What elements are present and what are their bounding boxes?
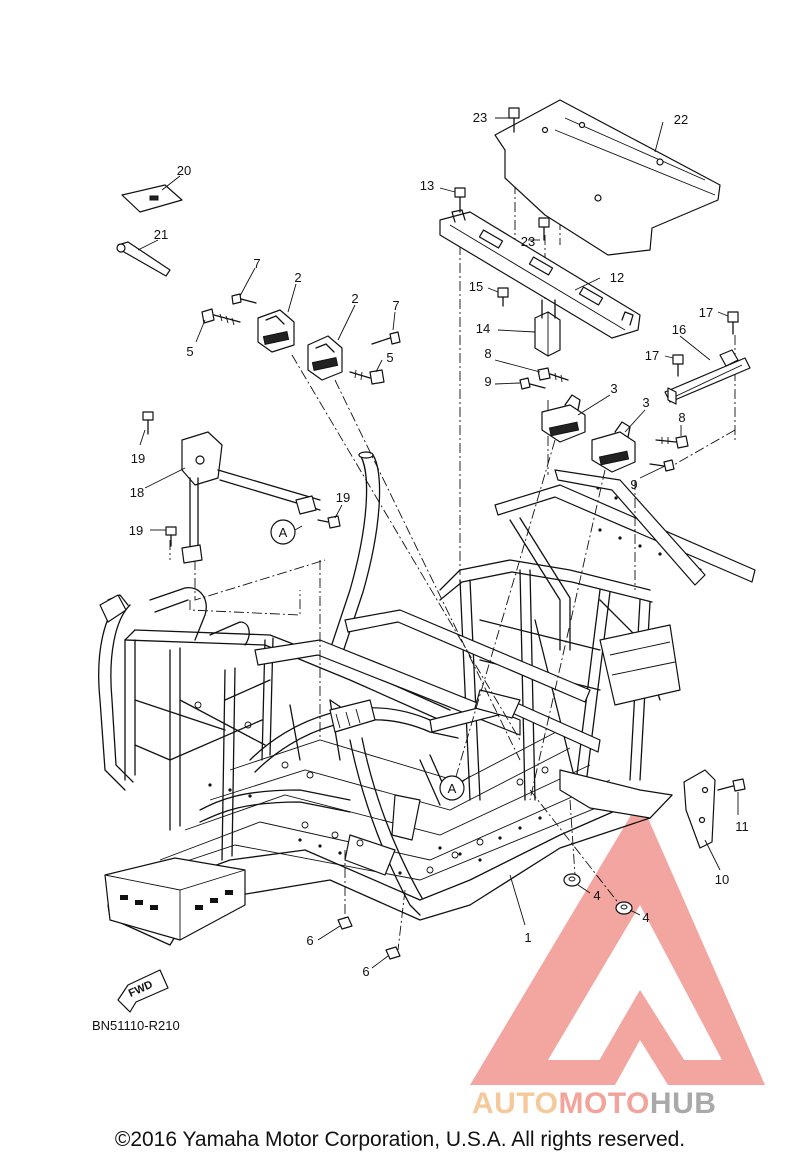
callout-leaders (137, 117, 739, 969)
wordmark-moto: MOTO (558, 1087, 649, 1120)
callout-9-left: 9 (484, 374, 491, 389)
diagram-code: BN51110-R210 (92, 1018, 180, 1033)
bolt-19-top (142, 411, 154, 435)
bracket-18 (181, 431, 321, 564)
callout-11: 11 (735, 819, 749, 834)
callout-1: 1 (524, 930, 531, 945)
bolt-19-bottom (165, 526, 177, 547)
callout-8-right: 8 (678, 410, 685, 425)
callout-3-right: 3 (642, 395, 649, 410)
engine-mount-3-right (591, 421, 636, 473)
callout-17-top: 17 (699, 305, 713, 320)
bolt-15 (497, 287, 509, 307)
callout-13: 13 (420, 178, 434, 193)
callout-5-left: 5 (186, 344, 193, 359)
callout-10: 10 (715, 872, 729, 887)
callout-2-right: 2 (351, 291, 358, 306)
callout-18: 18 (130, 485, 144, 500)
reference-marker-a-2: A (439, 775, 471, 801)
alignment-lines (169, 130, 736, 951)
callout-5-right: 5 (386, 350, 393, 365)
bolt-13 (454, 187, 466, 213)
bolt-19-middle (317, 515, 341, 529)
callout-19-bottom: 19 (129, 523, 143, 538)
nut-6-left (337, 916, 353, 930)
callout-19-top: 19 (131, 451, 145, 466)
engine-mount-3-left (541, 394, 586, 443)
callout-23-lower: 23 (521, 234, 535, 249)
automotohub-logo (470, 800, 765, 1085)
reference-marker-label: A (448, 781, 457, 796)
bolt-8-right (655, 435, 689, 449)
cross-member (439, 209, 641, 339)
bolt-7-left (231, 293, 257, 305)
cover-plate (494, 99, 721, 256)
pin-21 (116, 241, 171, 277)
bolt-5-right (349, 369, 385, 385)
callout-9-right: 9 (630, 477, 637, 492)
callout-3-left: 3 (610, 381, 617, 396)
callout-7-right: 7 (392, 298, 399, 313)
callout-22: 22 (674, 112, 688, 127)
wordmark-hub: HUB (650, 1087, 717, 1120)
callout-6-right: 6 (362, 964, 369, 979)
callout-16: 16 (672, 322, 686, 337)
forward-direction-arrow: FWD (117, 969, 169, 1013)
callout-numbers: 1 2 2 3 3 4 4 5 5 6 6 7 7 8 8 9 9 10 11 … (129, 110, 749, 979)
bolt-17-bottom (672, 354, 684, 377)
bolt-5-left (201, 308, 241, 326)
callout-7-left: 7 (253, 256, 260, 271)
callout-23-top: 23 (473, 110, 487, 125)
callout-8-left: 8 (484, 346, 491, 361)
svg-text:AUTOMOTOHUB: AUTOMOTOHUB (472, 1087, 716, 1120)
bolts (142, 107, 746, 960)
grommet-4-right (615, 901, 633, 915)
reference-marker-label: A (279, 525, 288, 540)
callout-21: 21 (154, 227, 168, 242)
bolt-7-right (371, 331, 401, 345)
copyright-notice: ©2016 Yamaha Motor Corporation, U.S.A. A… (114, 1128, 686, 1151)
engine-mount-2-right (307, 335, 343, 381)
callout-4-right: 4 (642, 910, 649, 925)
bolt-17-top (727, 311, 739, 335)
bolt-8-left (537, 367, 569, 383)
label-plate-20 (121, 184, 183, 213)
wordmark-auto: AUTO (472, 1087, 558, 1120)
callout-20: 20 (177, 163, 191, 178)
callout-12: 12 (610, 270, 624, 285)
bracket-10 (683, 769, 716, 849)
reference-marker-a-1: A (270, 519, 303, 545)
engine-mount-2-left (257, 309, 295, 353)
bolt-11 (717, 778, 746, 792)
callout-6-left: 6 (306, 933, 313, 948)
bolt-23-top (508, 107, 520, 133)
grommet-4-left (563, 873, 581, 887)
callout-2-left: 2 (294, 270, 301, 285)
main-frame (98, 451, 756, 946)
callout-4-left: 4 (593, 888, 600, 903)
bolt-9-left (519, 377, 546, 390)
bracket-14 (534, 299, 561, 357)
callout-15: 15 (469, 279, 483, 294)
automotohub-wordmark: AUTOMOTOHUB (472, 1087, 716, 1120)
stay-16 (664, 349, 751, 405)
callout-19-middle: 19 (336, 490, 350, 505)
bolt-23-lower (538, 217, 550, 241)
bolt-9-right (649, 459, 675, 472)
callout-14: 14 (476, 321, 490, 336)
nut-6-right (385, 946, 401, 960)
callout-17-bottom: 17 (645, 348, 659, 363)
